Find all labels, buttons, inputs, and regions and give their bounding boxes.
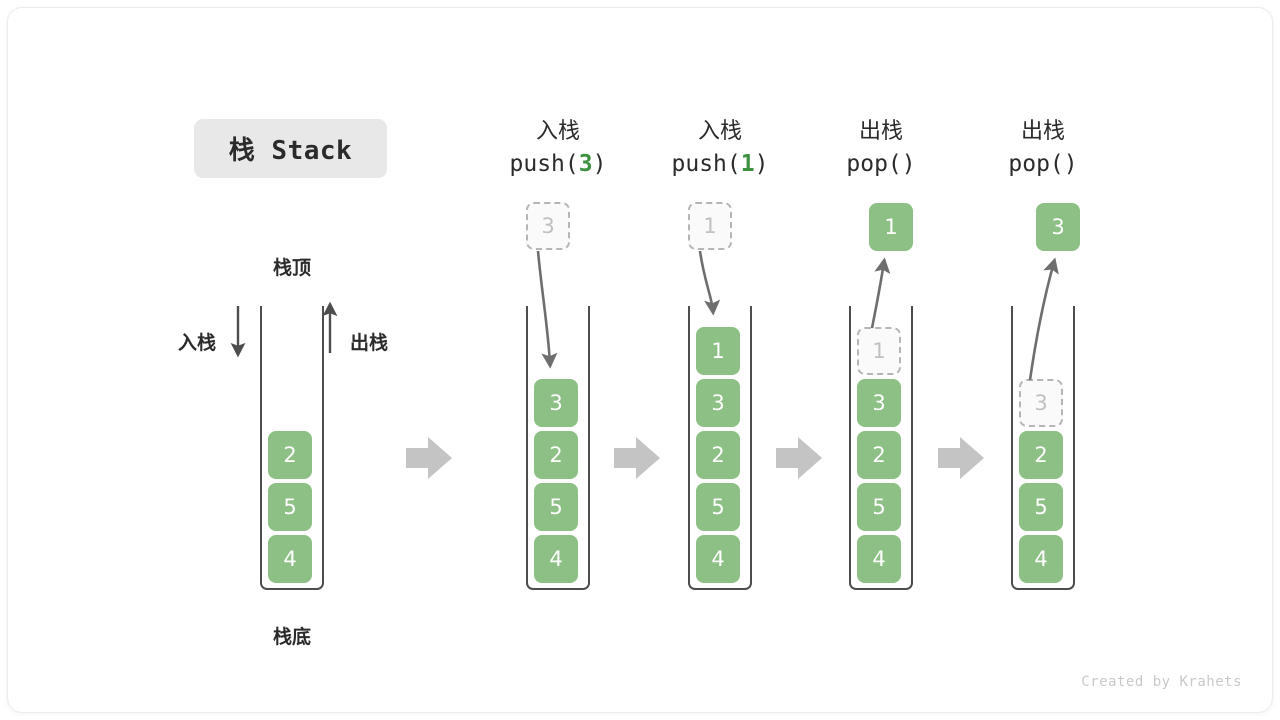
stack-top-label: 栈顶 [272,257,311,279]
stack-cell: 4 [534,535,578,583]
stack-cell: 2 [696,431,740,479]
floating-value-push-1: 1 [688,202,732,250]
code-arg: 3 [578,150,593,177]
stack-container-initial [260,306,324,590]
stack-container-push-1 [688,306,752,590]
stack-cell-removed: 1 [857,327,901,375]
stack-cell: 4 [857,535,901,583]
push-motion-arrow-1 [698,250,721,316]
popped-value-1: 1 [869,203,913,251]
stage-header-cn: 入栈 [535,119,580,144]
code-post: ) [592,150,607,177]
code-pre: push( [671,150,741,177]
stack-cell-removed: 3 [1019,379,1063,427]
code-pre: pop( [1008,150,1064,177]
stack-cell: 4 [1019,535,1063,583]
stage-header-code: push(3) [478,148,638,181]
stack-cell: 2 [534,431,578,479]
stage-header-code: push(1) [640,148,800,181]
stack-cell: 2 [857,431,901,479]
stack-cell: 3 [696,379,740,427]
stack-cell: 5 [268,483,312,531]
code-pre: pop( [846,150,902,177]
stage-header-cn: 出栈 [858,119,903,144]
stack-cell: 2 [1019,431,1063,479]
stage-header-cn: 出栈 [1020,119,1065,144]
stack-bottom-label: 栈底 [272,626,311,648]
stack-container-pop-3 [1011,306,1075,590]
stack-cell: 3 [857,379,901,427]
stack-cells-pop-1: 1 3 2 5 4 [857,327,901,583]
stack-cell: 2 [268,431,312,479]
stack-cells-push-3: 3 2 5 4 [534,379,578,583]
code-pre: push( [509,150,579,177]
push-side-label: 入栈 [178,332,217,354]
stage-header-pop-3: 出栈 pop() [963,116,1123,181]
stack-cell: 4 [696,535,740,583]
code-arg: 1 [740,150,755,177]
stack-cell: 3 [534,379,578,427]
stack-cell: 1 [696,327,740,375]
stack-container-push-3 [526,306,590,590]
code-post: ) [754,150,769,177]
stack-cell: 5 [857,483,901,531]
arrows-overlay [230,250,1059,479]
stack-container-pop-1 [849,306,913,590]
stage-header-code: pop() [963,148,1123,181]
stage-header-push-3: 入栈 push(3) [478,116,638,181]
page-title: 栈 Stack [194,119,387,178]
code-post: ) [1063,150,1078,177]
step-arrow [614,437,660,479]
floating-value-push-3: 3 [526,202,570,250]
step-arrow [938,437,984,479]
stack-cell: 5 [696,483,740,531]
code-post: ) [901,150,916,177]
step-arrow [406,437,452,479]
stack-cells-pop-3: 3 2 5 4 [1019,379,1063,583]
stage-header-code: pop() [801,148,961,181]
stack-cells-initial: 2 5 4 [268,431,312,583]
credit-text: Created by Krahets [1081,674,1242,690]
popped-value-3: 3 [1036,203,1080,251]
stack-cells-push-1: 1 3 2 5 4 [696,327,740,583]
stage-header-pop-1: 出栈 pop() [801,116,961,181]
stack-cell: 5 [534,483,578,531]
stage-header-cn: 入栈 [697,119,742,144]
step-arrow [776,437,822,479]
pop-side-label: 出栈 [350,332,389,354]
stage-header-push-1: 入栈 push(1) [640,116,800,181]
stack-cell: 4 [268,535,312,583]
diagram-card: 栈 Stack 栈顶 入栈 出栈 2 5 4 栈底 入栈 push(3) 3 3… [8,8,1272,712]
stack-cell: 5 [1019,483,1063,531]
